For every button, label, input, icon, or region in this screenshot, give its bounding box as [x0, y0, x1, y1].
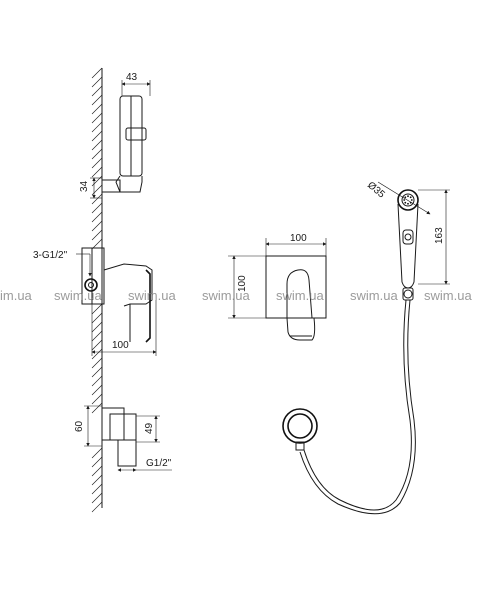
hatch-line	[91, 474, 103, 486]
sprayer-hose-connector	[402, 287, 414, 301]
sprayer-nozzles	[403, 195, 413, 205]
sprayer-diameter-label: Ø35	[365, 180, 387, 201]
wall-connector-ring	[282, 408, 318, 444]
elbow-body	[109, 413, 137, 441]
hatch-line	[91, 456, 103, 468]
hatch-line	[91, 157, 103, 169]
hatch-line	[91, 85, 103, 97]
hatch-line	[91, 447, 103, 459]
watermark-text: swim.ua	[276, 288, 324, 303]
nozzle-dot	[407, 202, 409, 205]
hatch-line	[91, 375, 103, 387]
watermark-text: swim.ua	[202, 288, 250, 303]
mixer-lever	[145, 269, 151, 343]
hatch-line	[91, 238, 103, 250]
watermark-text: swim.ua	[128, 288, 176, 303]
hatch-line	[91, 175, 103, 187]
watermark-row: im.ua swim.ua swim.ua swim.ua swim.ua sw…	[0, 288, 472, 303]
holder-base	[101, 179, 121, 193]
hatch-line	[91, 121, 103, 133]
hand-sprayer-view: Ø35 163	[282, 180, 450, 515]
hatch-line	[91, 184, 103, 196]
hatch-line	[91, 193, 103, 205]
hatch-line	[91, 366, 103, 378]
hatch-line	[91, 139, 103, 151]
watermark-text: swim.ua	[350, 288, 398, 303]
nozzle-dot	[404, 196, 407, 199]
watermark-text: swim.ua	[424, 288, 472, 303]
hatch-line	[91, 303, 103, 315]
lever-upper	[286, 269, 313, 319]
nozzle-dot	[410, 199, 413, 201]
hatch-line	[91, 94, 103, 106]
hose-inner	[299, 299, 416, 515]
hatch-line	[91, 492, 103, 504]
elbow-height-label: 60	[74, 420, 85, 432]
nozzle-dot	[404, 201, 407, 204]
plate-width-label: 100	[290, 233, 307, 244]
nozzle-dot	[403, 199, 406, 201]
elbow-outlet	[117, 440, 137, 467]
hatch-line	[91, 211, 103, 223]
hatch-line	[91, 465, 103, 477]
hatch-line	[91, 202, 103, 214]
hatch-line	[91, 339, 103, 351]
hatch-line	[91, 321, 103, 333]
wall-connector-nut	[295, 441, 305, 451]
elbow-thread-label: G1/2"	[146, 458, 172, 469]
hatch-line	[91, 112, 103, 124]
sprayer-handle	[397, 203, 419, 289]
hatch-line	[91, 76, 103, 88]
hatch-line	[91, 312, 103, 324]
plate-height-label: 100	[237, 275, 248, 292]
sprayer-trigger	[402, 229, 414, 245]
sprayer-holder-side-view: 43 34	[79, 72, 151, 199]
hatch-line	[91, 148, 103, 160]
elbow-flange	[101, 407, 125, 441]
hatch-line	[91, 166, 103, 178]
inlet-thread-label: 3-G1/2"	[33, 250, 68, 261]
wall-elbow-side-view: 60 49 G1/2"	[74, 405, 172, 472]
sprayer-length-label: 163	[434, 227, 445, 244]
mixer-front-view: 100 100	[228, 233, 327, 341]
lever-lower	[286, 317, 316, 341]
hatch-line	[91, 483, 103, 495]
hatch-line	[91, 220, 103, 232]
cover-plate	[265, 255, 327, 319]
watermark-text: swim.ua	[54, 288, 102, 303]
mixer-body-box	[81, 247, 105, 305]
hatch-line	[91, 330, 103, 342]
holder-width-label: 43	[126, 72, 138, 83]
nozzle-dot	[409, 196, 412, 199]
hatch-line	[91, 357, 103, 369]
watermark-text: im.ua	[0, 288, 33, 303]
hose-outer	[303, 299, 412, 511]
hatch-line	[91, 384, 103, 396]
nozzle-dot	[409, 201, 412, 204]
sprayer-head	[397, 189, 419, 211]
hatch-line	[91, 501, 103, 513]
hatch-line	[91, 67, 103, 79]
mixer-side-view: 3-G1/2" 100	[33, 247, 157, 356]
mixer-handle-profile	[103, 263, 153, 307]
hatch-line	[91, 393, 103, 405]
hatch-line	[91, 229, 103, 241]
hatch-line	[91, 130, 103, 142]
elbow-depth-label: 49	[144, 422, 155, 434]
hatch-line	[91, 348, 103, 360]
mixer-projection-label: 100	[112, 340, 129, 351]
hatch-line	[91, 402, 103, 414]
mixer-inlet-circle	[84, 278, 98, 292]
holder-clip	[125, 127, 147, 141]
holder-height-label: 34	[79, 180, 90, 192]
hatch-line	[91, 103, 103, 115]
nozzle-dot	[407, 195, 409, 198]
